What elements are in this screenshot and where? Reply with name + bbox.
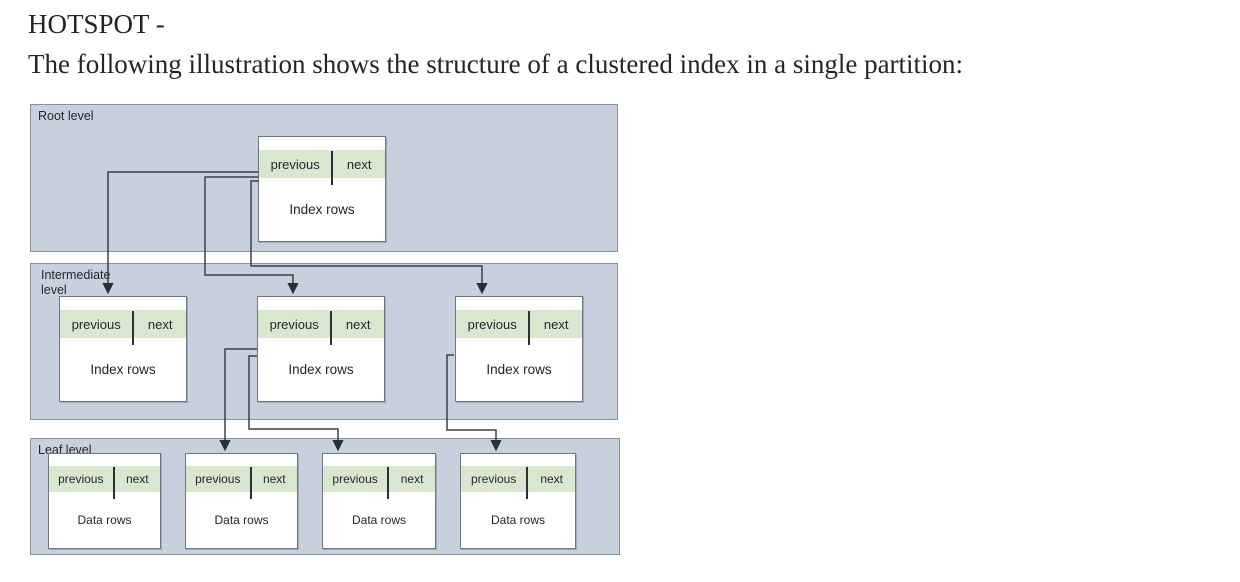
pointer-divider [528, 311, 531, 345]
next-pointer-label: next [346, 156, 372, 172]
index-rows-label: Index rows [486, 362, 552, 377]
next-pointer-label: next [125, 472, 149, 486]
previous-pointer-label: previous [71, 316, 121, 332]
index-rows-label: Index rows [90, 362, 156, 377]
previous-pointer-label: previous [270, 156, 320, 172]
index-rows-label: Index rows [288, 362, 354, 377]
previous-pointer-label: previous [467, 316, 517, 332]
next-pointer-label: next [345, 316, 371, 332]
next-pointer-label: next [400, 472, 424, 486]
intermediate-index-node-2: previous next Index rows [257, 296, 385, 402]
page-pointer-band: previous next [456, 310, 582, 345]
pointer-divider [331, 151, 334, 185]
pointer-divider [132, 311, 135, 345]
data-rows-label: Data rows [214, 513, 269, 527]
previous-pointer-label: previous [269, 316, 319, 332]
page-pointer-band: previous next [323, 466, 435, 499]
next-pointer-label: next [543, 316, 569, 332]
intermediate-index-node-3: previous next Index rows [455, 296, 583, 402]
leaf-data-node-4: previous next Data rows [460, 453, 576, 549]
heading: HOTSPOT - The following illustration sho… [28, 4, 963, 84]
page-pointer-band: previous next [461, 466, 575, 499]
pointer-divider [330, 311, 333, 345]
root-level-label: Root level [38, 109, 94, 123]
data-rows-label: Data rows [351, 513, 407, 527]
previous-pointer-label: previous [470, 472, 517, 486]
next-pointer-label: next [262, 472, 286, 486]
leaf-data-node-3: previous next Data rows [322, 453, 436, 549]
index-rows-label: Index rows [289, 202, 355, 217]
heading-line-2: The following illustration shows the str… [28, 49, 964, 79]
next-pointer-label: next [540, 472, 563, 486]
pointer-divider [526, 467, 529, 499]
pointer-divider [249, 467, 252, 499]
previous-pointer-label: previous [58, 472, 104, 486]
leaf-data-node-2: previous next Data rows [185, 453, 298, 549]
previous-pointer-label: previous [332, 472, 378, 486]
next-pointer-label: next [147, 316, 173, 332]
pointer-divider [112, 467, 115, 499]
intermediate-level-label: Intermediate level [41, 268, 111, 297]
leaf-data-node-1: previous next Data rows [48, 453, 161, 549]
data-rows-label: Data rows [490, 513, 546, 527]
intermediate-index-node-1: previous next Index rows [59, 296, 187, 402]
pointer-divider [387, 467, 390, 499]
page-pointer-band: previous next [49, 466, 160, 499]
data-rows-label: Data rows [77, 513, 132, 527]
page-pointer-band: previous next [258, 310, 384, 345]
root-index-node: previous next Index rows [258, 136, 386, 242]
previous-pointer-label: previous [195, 472, 241, 486]
page-pointer-band: previous next [259, 150, 385, 185]
heading-line-1: HOTSPOT - [28, 9, 165, 39]
page-pointer-band: previous next [60, 310, 186, 345]
page-pointer-band: previous next [186, 466, 297, 499]
